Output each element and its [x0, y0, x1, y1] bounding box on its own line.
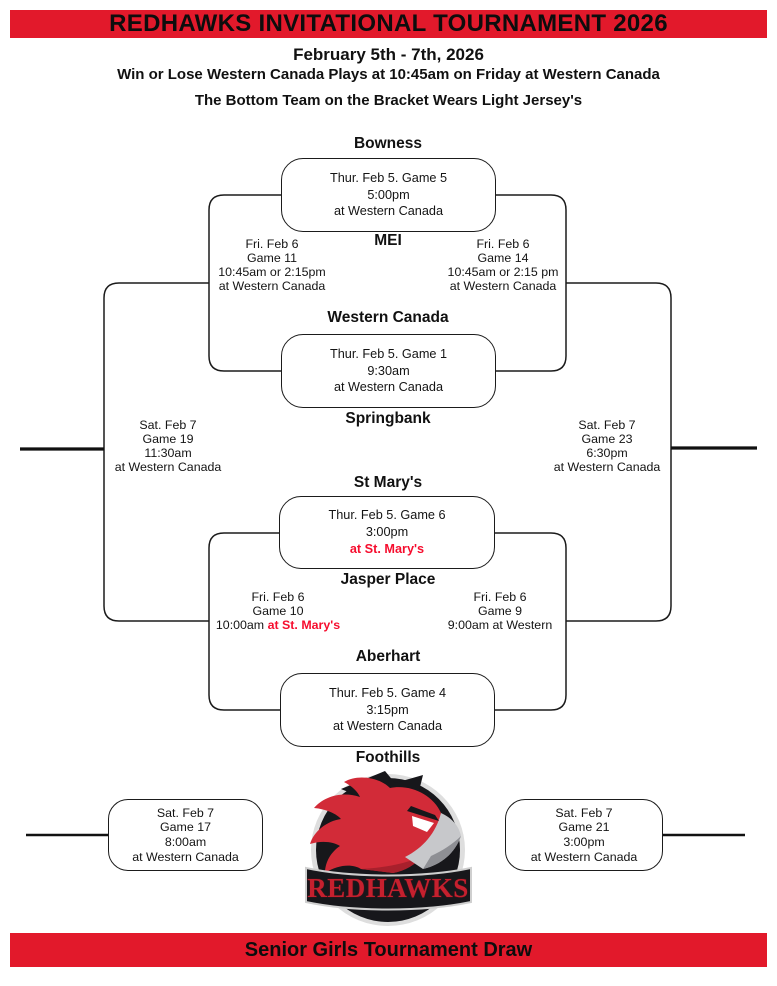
team-jasper-place: Jasper Place: [340, 571, 436, 588]
gamebox-game5: Thur. Feb 5. Game 5 5:00pm at Western Ca…: [281, 158, 496, 232]
game19-line2: Game 19: [142, 432, 194, 446]
game10-line2: Game 10: [252, 604, 304, 618]
hawk-shading-icon: [361, 856, 423, 873]
team-mei: MEI: [374, 232, 402, 249]
game14-line2: Game 14: [477, 251, 529, 265]
team-springbank: Springbank: [345, 410, 431, 427]
gamebox-game4: Thur. Feb 5. Game 4 3:15pm at Western Ca…: [280, 673, 495, 747]
game6-line3: at St. Mary's: [349, 541, 425, 556]
gamebox-game17: Sat. Feb 7 Game 17 8:00am at Western Can…: [108, 799, 263, 871]
game4-line3: at Western Canada: [332, 719, 443, 734]
gamebox-game21: Sat. Feb 7 Game 21 3:00pm at Western Can…: [505, 799, 663, 871]
connector-semifinal-right-icon: [566, 282, 672, 622]
game23-line4: at Western Canada: [553, 460, 661, 474]
title-banner: REDHAWKS INVITATIONAL TOURNAMENT 2026: [10, 10, 767, 38]
game19-line4: at Western Canada: [114, 460, 222, 474]
game10-line3: 10:00am at St. Mary's: [216, 618, 340, 632]
game23-line3: 6:30pm: [586, 446, 628, 460]
redhawks-logo: REDHAWKS: [305, 771, 472, 926]
game11-line1: Fri. Feb 6: [245, 237, 299, 251]
game21-line4: at Western Canada: [530, 849, 638, 864]
gamebox-game1: Thur. Feb 5. Game 1 9:30am at Western Ca…: [281, 334, 496, 408]
team-western-canada: Western Canada: [327, 309, 449, 326]
game23-line1: Sat. Feb 7: [578, 418, 636, 432]
schedule-game23: Sat. Feb 7 Game 23 6:30pm at Western Can…: [554, 418, 661, 474]
note-jerseys: The Bottom Team on the Bracket Wears Lig…: [194, 92, 583, 109]
hawk-head-icon: [310, 777, 441, 873]
schedule-game10: Fri. Feb 6 Game 10 10:00am at St. Mary's: [216, 590, 340, 632]
game10-venue: at St. Mary's: [267, 618, 341, 632]
game14-line3: 10:45am or 2:15 pm: [447, 265, 559, 279]
game21-line1: Sat. Feb 7: [555, 805, 613, 820]
schedule-game9: Fri. Feb 6 Game 9 9:00am at Western: [448, 590, 552, 632]
game1-line1: Thur. Feb 5. Game 1: [329, 346, 448, 361]
game19-line1: Sat. Feb 7: [139, 418, 197, 432]
game5-line2: 5:00pm: [367, 187, 410, 202]
game4-line1: Thur. Feb 5. Game 4: [328, 685, 447, 700]
game1-line2: 9:30am: [367, 363, 410, 378]
game11-line4: at Western Canada: [218, 279, 326, 293]
note-western-canada: Win or Lose Western Canada Plays at 10:4…: [117, 66, 660, 83]
footer-banner: Senior Girls Tournament Draw: [10, 933, 767, 967]
team-bowness: Bowness: [353, 135, 423, 152]
game21-line3: 3:00pm: [563, 835, 605, 849]
schedule-game19: Sat. Feb 7 Game 19 11:30am at Western Ca…: [115, 418, 222, 474]
game17-line2: Game 17: [160, 820, 211, 835]
game11-line3: 10:45am or 2:15pm: [218, 265, 326, 279]
logo-band-icon: [305, 866, 472, 911]
connector-semifinal-left-icon: [103, 282, 209, 622]
game17-line1: Sat. Feb 7: [156, 805, 215, 820]
game4-line2: 3:15pm: [366, 702, 409, 717]
game19-line3: 11:30am: [144, 446, 192, 460]
game10-time: 10:00am: [215, 618, 268, 632]
team-foothills: Foothills: [355, 749, 421, 766]
hawk-brow-icon: [407, 806, 439, 821]
game10-line1: Fri. Feb 6: [251, 590, 305, 604]
gamebox-game6: Thur. Feb 5. Game 6 3:00pm at St. Mary's: [279, 496, 495, 569]
game6-line2: 3:00pm: [365, 525, 409, 540]
game1-line3: at Western Canada: [333, 380, 444, 395]
game9-line1: Fri. Feb 6: [473, 590, 527, 604]
game21-line2: Game 21: [558, 820, 610, 835]
hawk-beak-shadow-icon: [423, 836, 461, 869]
game14-line1: Fri. Feb 6: [476, 237, 530, 251]
schedule-game11: Fri. Feb 6 Game 11 10:45am or 2:15pm at …: [218, 237, 325, 293]
hawk-eye-icon: [412, 816, 434, 832]
game5-line1: Thur. Feb 5. Game 5: [329, 170, 448, 185]
team-aberhart: Aberhart: [355, 648, 421, 665]
date-line: February 5th - 7th, 2026: [293, 45, 484, 64]
game17-line4: at Western Canada: [132, 849, 239, 864]
game9-line3: 9:00am at Western: [447, 618, 553, 632]
game6-line1: Thur. Feb 5. Game 6: [328, 508, 446, 523]
team-st-marys: St Mary's: [353, 474, 423, 491]
logo-wordmark: REDHAWKS: [307, 873, 469, 903]
game23-line2: Game 23: [581, 432, 633, 446]
game5-line3: at Western Canada: [333, 204, 444, 219]
game17-line3: 8:00am: [164, 835, 207, 849]
game9-line2: Game 9: [477, 604, 523, 618]
game14-line4: at Western Canada: [449, 279, 557, 293]
game11-line2: Game 11: [246, 251, 298, 265]
schedule-game14: Fri. Feb 6 Game 14 10:45am or 2:15 pm at…: [448, 237, 559, 293]
